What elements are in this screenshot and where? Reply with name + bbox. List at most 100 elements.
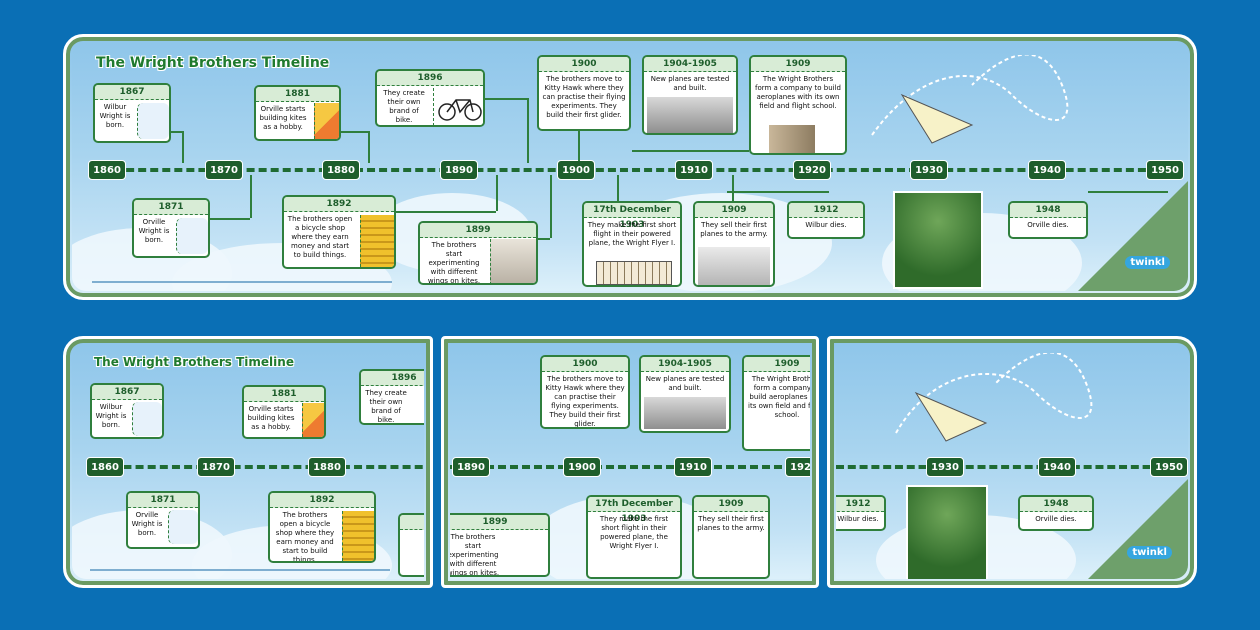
year-1920: 1920 <box>793 160 831 180</box>
timeline-full-bg: The Wright Brothers Timeline 1860 1870 1… <box>72 43 1188 291</box>
event-year: 1867 <box>92 385 162 400</box>
connector <box>182 131 184 163</box>
corner-decoration <box>1078 181 1188 291</box>
connector <box>727 191 829 193</box>
timeline-part-3: 1930 1940 1950 1912 Wilbur dies. 1948 Or… <box>827 336 1197 588</box>
event-text: The brothers open a bicycle shop where t… <box>275 511 335 563</box>
event-year: 1948 <box>1010 203 1086 218</box>
timeline-full-panel: The Wright Brothers Timeline 1860 1870 1… <box>63 34 1197 300</box>
event-year: 1896 <box>377 71 483 86</box>
part-1-bg: The Wright Brothers Timeline 1860 1870 1… <box>72 345 424 579</box>
twinkl-logo: twinkl <box>1127 546 1172 559</box>
connector <box>538 238 550 240</box>
timeline-axis <box>87 465 424 469</box>
event-card-1892: 1892 The brothers open a bicycle shop wh… <box>268 491 376 563</box>
event-year: 1912 <box>789 203 863 218</box>
timeline-axis <box>450 465 810 469</box>
event-card-1909-company: 1909 The Wright Brothers form a company … <box>749 55 847 155</box>
event-year: 1909 <box>744 357 810 372</box>
connector <box>732 175 734 201</box>
event-card-1867: 1867 Wilbur Wright is born. <box>90 383 164 439</box>
timeline-part-1: The Wright Brothers Timeline 1860 1870 1… <box>63 336 433 588</box>
bicycle-icon <box>433 88 483 125</box>
event-card-1912: 1912 Wilbur dies. <box>787 201 865 239</box>
event-text: Orville dies. <box>1035 515 1077 523</box>
baby-icon <box>137 103 169 139</box>
year-1940: 1940 <box>1028 160 1066 180</box>
timeline-part-2: 1890 1900 1910 1920 1900 The brothers mo… <box>441 336 819 588</box>
event-year: 1871 <box>134 200 208 215</box>
year-1890: 1890 <box>440 160 478 180</box>
timeline-axis <box>90 168 1170 172</box>
stereo-photo <box>769 125 815 153</box>
event-year: 1881 <box>244 387 324 402</box>
connector <box>250 175 252 218</box>
event-card-1899-partial <box>398 513 424 577</box>
connector <box>617 175 619 201</box>
brothers-photo <box>490 239 536 283</box>
event-year: 1948 <box>1020 497 1092 512</box>
glider-icon <box>596 261 672 285</box>
event-year: 1871 <box>128 493 198 508</box>
event-year: 1892 <box>270 493 374 508</box>
event-text: The brothers move to Kitty Hawk where th… <box>545 375 625 428</box>
event-year <box>400 515 424 530</box>
connector <box>341 131 368 133</box>
event-card-1871: 1871 Orville Wright is born. <box>126 491 200 549</box>
bicycle-icon-svg <box>438 99 482 121</box>
year-1880: 1880 <box>322 160 360 180</box>
event-text: The Wright Brothers form a company to bu… <box>748 375 810 419</box>
event-year: 1896 <box>361 371 424 386</box>
event-text: The brothers open a bicycle shop where t… <box>287 215 353 259</box>
event-year: 1904-1905 <box>641 357 729 372</box>
event-text: Wilbur Wright is born. <box>99 103 131 129</box>
year-1890: 1890 <box>452 457 490 477</box>
event-card-1948: 1948 Orville dies. <box>1008 201 1088 239</box>
timeline-axis <box>836 465 1186 469</box>
connector <box>396 211 496 213</box>
event-text: Orville Wright is born. <box>131 511 163 537</box>
connector <box>368 131 370 163</box>
army-plane-photo <box>698 247 770 285</box>
event-text: The brothers start experimenting with di… <box>427 241 481 285</box>
grave-photo <box>893 191 983 289</box>
year-1930: 1930 <box>910 160 948 180</box>
event-card-1881: 1881 Orville starts building kites as a … <box>254 85 341 141</box>
connector <box>496 175 498 211</box>
event-card-1899: 1899 The brothers start experimenting wi… <box>450 513 550 577</box>
event-card-1909-army: 1909 They sell their first planes to the… <box>693 201 775 287</box>
kite-icon <box>302 403 324 437</box>
event-text: New planes are tested and built. <box>645 375 725 392</box>
event-year: 1909 <box>694 497 768 512</box>
event-card-1904: 1904-1905 New planes are tested and buil… <box>642 55 738 135</box>
baby-icon <box>168 510 198 544</box>
paper-plane-icon <box>871 55 1069 144</box>
grave-photo <box>906 485 988 579</box>
connector <box>667 150 749 152</box>
event-card-1948: 1948 Orville dies. <box>1018 495 1094 531</box>
event-text: Orville dies. <box>1027 221 1069 229</box>
event-year: 17th December 1903 <box>584 203 680 230</box>
year-1920: 1920 <box>785 457 810 477</box>
event-card-1909-army: 1909 They sell their first planes to the… <box>692 495 770 579</box>
event-card-1867: 1867 Wilbur Wright is born. <box>93 83 171 143</box>
connector <box>550 175 552 238</box>
year-1860: 1860 <box>88 160 126 180</box>
event-year: 1892 <box>284 197 394 212</box>
event-card-1903: 17th December 1903 They make the first s… <box>582 201 682 287</box>
connector <box>485 98 527 100</box>
event-card-1892: 1892 The brothers open a bicycle shop wh… <box>282 195 396 269</box>
event-text: The brothers move to Kitty Hawk where th… <box>542 75 626 119</box>
year-1900: 1900 <box>557 160 595 180</box>
year-1910: 1910 <box>675 160 713 180</box>
year-1930: 1930 <box>926 457 964 477</box>
event-text: Orville Wright is born. <box>138 218 170 244</box>
event-year: 1900 <box>539 57 629 72</box>
page-title: The Wright Brothers Timeline <box>96 55 330 71</box>
event-text: The brothers start experimenting with di… <box>450 533 500 577</box>
twinkl-logo: twinkl <box>1125 256 1170 269</box>
event-card-1912: 1912 Wilbur dies. <box>836 495 886 531</box>
event-card-1904: 1904-1905 New planes are tested and buil… <box>639 355 731 433</box>
event-text: They sell their first planes to the army… <box>697 515 765 532</box>
event-card-1896: 1896 They create their own brand of bike… <box>375 69 485 127</box>
